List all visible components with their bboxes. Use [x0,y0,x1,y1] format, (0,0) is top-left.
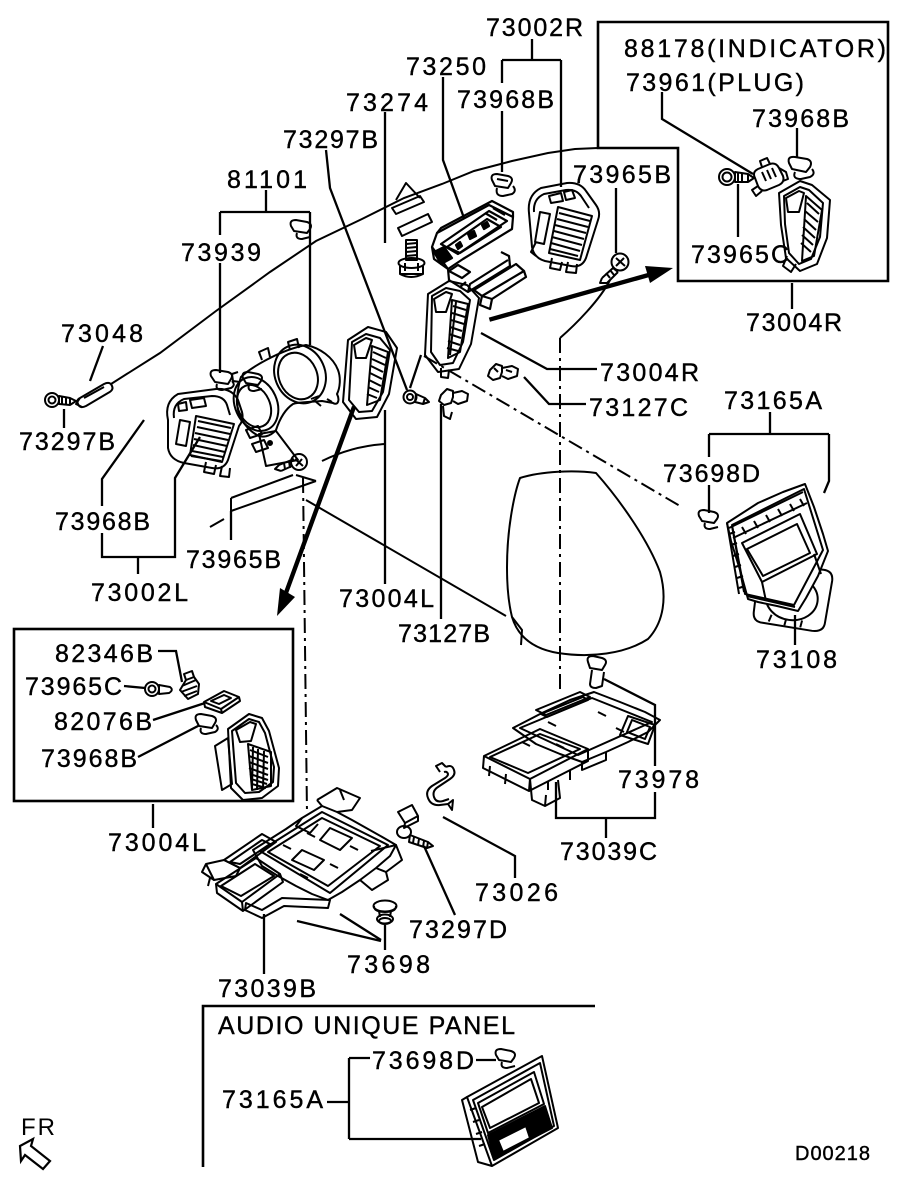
svg-text:73297B: 73297B [19,428,115,456]
svg-text:FR: FR [21,1114,57,1141]
svg-text:AUDIO UNIQUE PANEL: AUDIO UNIQUE PANEL [218,1012,515,1040]
svg-text:73968B: 73968B [55,508,150,536]
svg-text:73039B: 73039B [218,975,316,1003]
svg-text:73698: 73698 [347,951,430,979]
svg-text:73039C: 73039C [560,838,657,866]
svg-text:73961(PLUG): 73961(PLUG) [626,69,804,97]
svg-text:73002R: 73002R [486,14,583,42]
svg-text:73004R: 73004R [600,359,699,387]
svg-text:D00218: D00218 [795,1143,870,1165]
svg-text:73002L: 73002L [91,579,188,607]
svg-text:73127B: 73127B [398,620,490,648]
svg-text:73965B: 73965B [573,161,671,189]
svg-text:73978: 73978 [618,766,699,794]
svg-text:73048: 73048 [61,320,143,348]
svg-text:82076B: 82076B [54,708,152,736]
svg-text:73297B: 73297B [283,126,378,154]
svg-text:73968B: 73968B [752,105,849,133]
svg-text:73698D: 73698D [663,460,760,488]
svg-text:81101: 81101 [227,166,307,194]
svg-text:73968B: 73968B [41,745,137,773]
svg-text:73274: 73274 [346,89,428,117]
svg-text:73965C: 73965C [25,673,122,701]
svg-text:73698D: 73698D [372,1047,474,1075]
svg-text:73165A: 73165A [222,1086,323,1114]
svg-text:73004L: 73004L [108,829,206,857]
svg-text:73965B: 73965B [186,546,281,574]
svg-text:82346B: 82346B [55,640,153,668]
svg-text:88178(INDICATOR): 88178(INDICATOR) [624,35,886,63]
svg-text:73297D: 73297D [409,916,507,944]
svg-text:73004R: 73004R [746,309,842,337]
svg-text:73026: 73026 [475,879,558,907]
svg-text:73127C: 73127C [589,394,688,422]
svg-text:73968B: 73968B [457,86,554,114]
svg-text:73250: 73250 [406,53,486,81]
svg-text:73165A: 73165A [724,387,822,415]
svg-text:73965C: 73965C [691,241,789,269]
svg-text:73939: 73939 [181,239,261,267]
svg-text:73108: 73108 [756,646,837,674]
svg-text:73004L: 73004L [339,585,434,613]
